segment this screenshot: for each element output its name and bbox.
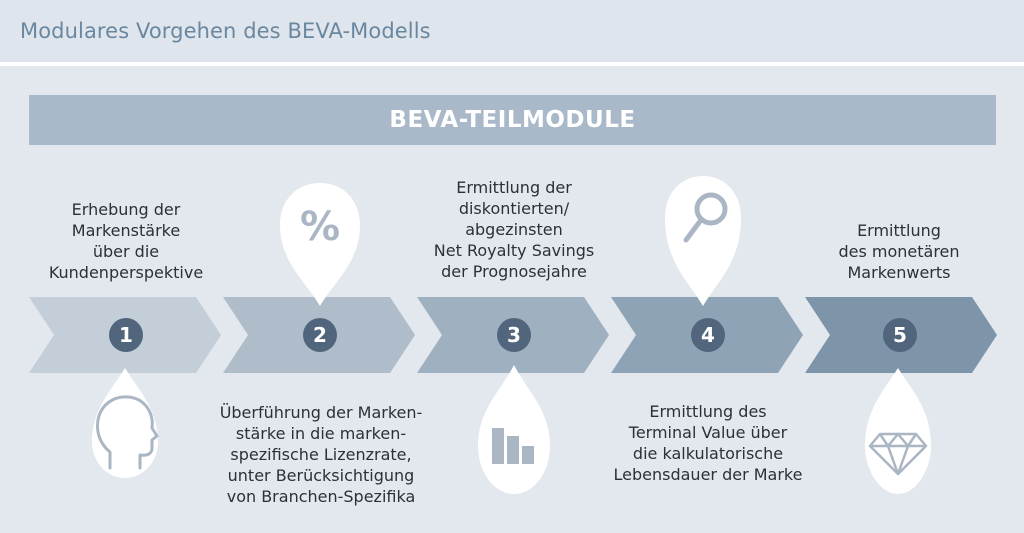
pin-shape-4 xyxy=(665,176,741,306)
diamond-icon xyxy=(868,432,928,476)
banner-label: BEVA-TEILMODULE xyxy=(389,107,636,133)
head-icon xyxy=(96,395,159,470)
drop-shape-3 xyxy=(478,365,550,494)
step-text-2: Überführung der Marken- stärke in die ma… xyxy=(219,403,423,506)
step-text-5: Ermittlung des monetären Markenwerts xyxy=(838,221,960,282)
step-text-1: Erhebung der Markenstärke über die Kunde… xyxy=(48,200,204,282)
step-number-circle-1 xyxy=(109,318,143,352)
step-text-3: Ermittlung der diskontierten/ abgezinste… xyxy=(433,178,595,281)
step-number-circle-3 xyxy=(497,318,531,352)
header-bar: Modulares Vorgehen des BEVA-Modells xyxy=(0,0,1024,62)
step-number-4: 4 xyxy=(701,323,715,347)
step-number-3: 3 xyxy=(507,323,521,347)
step-number-circle-4 xyxy=(691,318,725,352)
step-number-1: 1 xyxy=(119,323,133,347)
pin-shape-2 xyxy=(280,183,360,306)
step-text-4: Ermittlung des Terminal Value über die k… xyxy=(613,402,803,484)
page-title: Modulares Vorgehen des BEVA-Modells xyxy=(20,19,431,43)
bar-chart-icon xyxy=(492,428,534,464)
drop-shape-5 xyxy=(865,368,931,494)
step-number-circle-5 xyxy=(883,318,917,352)
module-banner: BEVA-TEILMODULE xyxy=(29,95,996,145)
step-number-2: 2 xyxy=(313,323,327,347)
header-divider xyxy=(0,62,1024,66)
magnifier-icon xyxy=(683,192,728,243)
step-number-circle-2 xyxy=(303,318,337,352)
step-number-5: 5 xyxy=(893,323,907,347)
percent-icon: % xyxy=(300,204,340,250)
drop-shape-1 xyxy=(92,368,158,478)
